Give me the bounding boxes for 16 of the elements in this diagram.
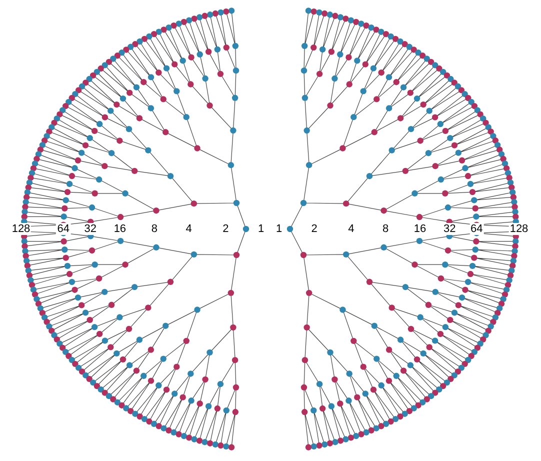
- level-label: 16: [412, 223, 428, 235]
- level-label: 16: [112, 223, 128, 235]
- level-label: 1: [274, 223, 284, 235]
- level-label: 8: [150, 223, 158, 235]
- level-label: 4: [347, 223, 356, 235]
- level-label: 1: [256, 223, 266, 235]
- level-label: 2: [222, 223, 230, 235]
- level-label: 64: [470, 223, 484, 235]
- level-label: 2: [310, 223, 318, 235]
- level-label: 32: [442, 223, 457, 235]
- level-label: 128: [10, 223, 32, 235]
- level-label: 128: [508, 223, 530, 235]
- level-label: 8: [382, 223, 390, 235]
- level-label: 4: [184, 223, 193, 235]
- level-label: 64: [56, 223, 70, 235]
- level-label: 32: [83, 223, 98, 235]
